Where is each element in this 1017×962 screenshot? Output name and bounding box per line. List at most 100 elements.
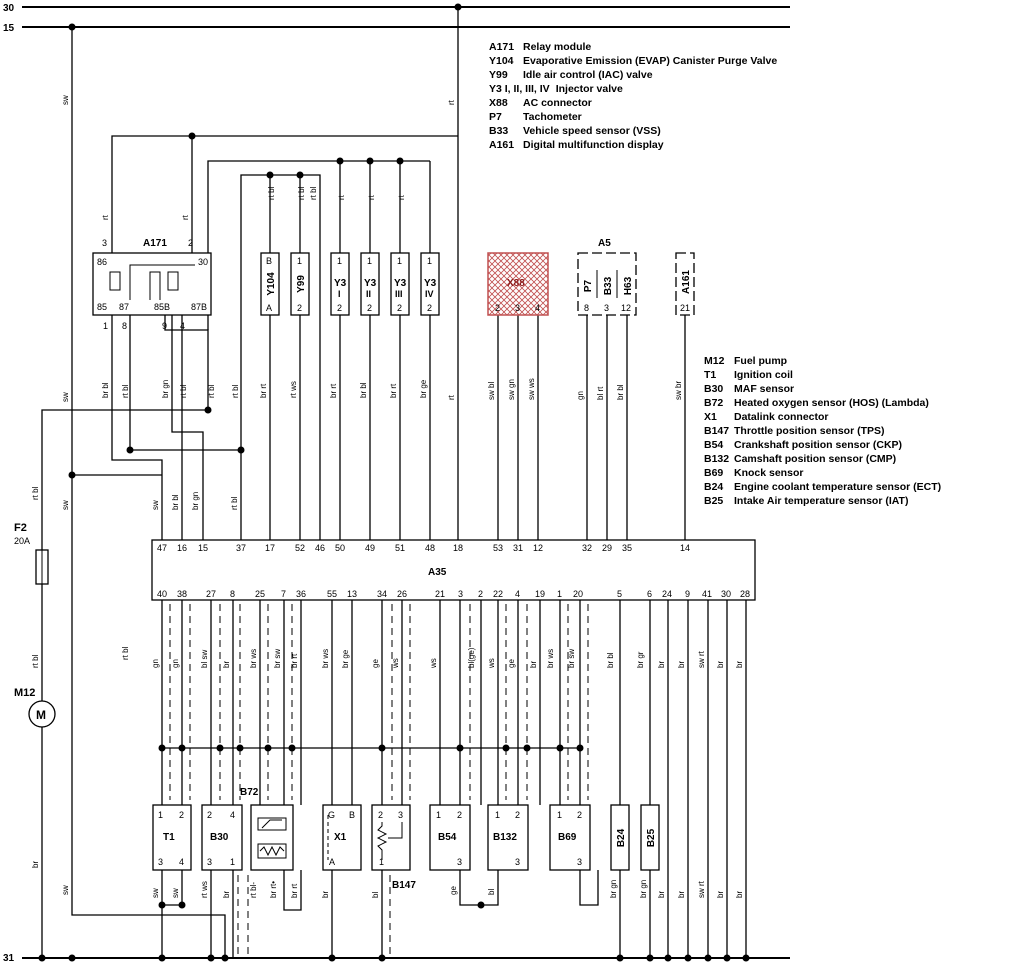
x88-pin-4: 4 bbox=[535, 303, 540, 313]
wire-label: br bbox=[31, 861, 40, 868]
wire-label: br rt• bbox=[269, 881, 278, 898]
wire-color-labels: sw sw sw sw rt rt rt rt rt bl rt bl br r… bbox=[31, 95, 744, 898]
wire-label: rt bl bbox=[207, 384, 216, 398]
wire-label: rt bl bbox=[231, 384, 240, 398]
ecu-name: A35 bbox=[428, 567, 447, 578]
motor-name: M12 bbox=[14, 687, 35, 699]
wire-label: br sw bbox=[567, 649, 576, 668]
legend-desc: Tachometer bbox=[523, 111, 582, 123]
wire-label: br ge bbox=[419, 379, 428, 398]
legend-desc: Vehicle speed sensor (VSS) bbox=[523, 125, 661, 137]
legend-code: P7 bbox=[489, 111, 502, 123]
wire-label: rt bbox=[447, 394, 456, 400]
legend-desc: Intake Air temperature sensor (IAT) bbox=[734, 495, 909, 507]
legend-desc: Throttle position sensor (TPS) bbox=[734, 425, 885, 437]
b147-pin: 1 bbox=[379, 857, 384, 867]
legend-desc: Evaporative Emission (EVAP) Canister Pur… bbox=[523, 55, 778, 67]
ecu-pin: 26 bbox=[397, 589, 407, 599]
wire-label: sw bbox=[61, 392, 70, 402]
ecu-pin: 17 bbox=[265, 543, 275, 553]
legend-code: A171 bbox=[489, 41, 515, 53]
wire-label: br bbox=[321, 891, 330, 898]
legend-code: B30 bbox=[704, 383, 724, 395]
legend-code: T1 bbox=[704, 369, 717, 381]
wire-label: br rt bbox=[290, 883, 299, 898]
wire-label: bl bbox=[487, 889, 496, 895]
wire-label: br ws bbox=[249, 649, 258, 668]
ecu-pin: 48 bbox=[425, 543, 435, 553]
b30-name: B30 bbox=[210, 832, 229, 843]
wire-label: rt bl bbox=[297, 186, 306, 200]
ecu-pin: 20 bbox=[573, 589, 583, 599]
legend-code: B25 bbox=[704, 495, 724, 507]
legend-desc: Knock sensor bbox=[734, 467, 804, 479]
wire-label: br rt bbox=[259, 383, 268, 398]
wire-label: br bbox=[222, 891, 231, 898]
b147-pin: 2 bbox=[378, 810, 383, 820]
wire-label: rt bl bbox=[31, 486, 40, 500]
legend-code: X1 bbox=[704, 411, 717, 423]
legend-desc: Heated oxygen sensor (HOS) (Lambda) bbox=[734, 397, 929, 409]
b25-name: B25 bbox=[646, 828, 657, 847]
wire-label: rt bbox=[181, 214, 190, 220]
y3ii-pin-1: 1 bbox=[367, 256, 372, 266]
wire-label: rt bbox=[337, 194, 346, 200]
wire-label: sw rt bbox=[697, 650, 706, 668]
b69-pin: 3 bbox=[577, 857, 582, 867]
wire-label: br gn bbox=[161, 380, 170, 398]
power-rails bbox=[22, 6, 790, 959]
relay-inner-30: 30 bbox=[198, 257, 208, 267]
a5-pin-12: 12 bbox=[621, 303, 631, 313]
wire-label: bl rt bbox=[596, 386, 605, 400]
ecu-pin: 40 bbox=[157, 589, 167, 599]
x88-pin-2: 2 bbox=[495, 303, 500, 313]
wire-label: br gn bbox=[191, 492, 200, 510]
y104-pin-a: A bbox=[266, 303, 272, 313]
legend-desc: Relay module bbox=[523, 41, 592, 53]
rail-31-label: 31 bbox=[3, 953, 15, 962]
component-y3-i-idx: I bbox=[338, 289, 341, 299]
wire-label: sw bbox=[171, 888, 180, 898]
fuse-f2 bbox=[35, 549, 49, 585]
ecu-pin: 9 bbox=[685, 589, 690, 599]
y3iii-pin-2: 2 bbox=[397, 303, 402, 313]
b30-pin: 2 bbox=[207, 810, 212, 820]
wire-label: br rt bbox=[290, 653, 299, 668]
b54-pin: 1 bbox=[436, 810, 441, 820]
t1-pin: 2 bbox=[179, 810, 184, 820]
a161-name: A161 bbox=[681, 270, 692, 294]
wire-label: rt ws bbox=[289, 381, 298, 398]
b24-name: B24 bbox=[616, 828, 627, 847]
relay-inner-85: 85 bbox=[97, 302, 107, 312]
ecu-pin: 8 bbox=[230, 589, 235, 599]
y3iv-pin-2: 2 bbox=[427, 303, 432, 313]
wire-label: rt bl bbox=[31, 654, 40, 668]
wire-label: gn bbox=[151, 659, 160, 668]
top-component-pins: B A 1 2 1 2 1 2 1 2 1 2 bbox=[266, 256, 432, 313]
legend-row: A171 Relay module bbox=[489, 40, 777, 54]
ecu-pin: 15 bbox=[198, 543, 208, 553]
wire-label: ge bbox=[449, 886, 458, 895]
b30-pin: 4 bbox=[230, 810, 235, 820]
legend-code: B72 bbox=[704, 397, 724, 409]
ecu-pin: 29 bbox=[602, 543, 612, 553]
a161-pin-21: 21 bbox=[680, 303, 690, 313]
b72-symbol bbox=[257, 817, 287, 859]
ecu-a35 bbox=[151, 539, 756, 601]
wiring-lines bbox=[41, 7, 747, 958]
ecu-pin: 46 bbox=[315, 543, 325, 553]
ecu-pin: 16 bbox=[177, 543, 187, 553]
component-y3-ii-idx: II bbox=[366, 289, 371, 299]
t1-pin: 4 bbox=[179, 857, 184, 867]
x1-name: X1 bbox=[334, 832, 347, 843]
wire-label: gn bbox=[576, 391, 585, 400]
b69-name: B69 bbox=[558, 832, 577, 843]
legend-desc: Crankshaft position sensor (CKP) bbox=[734, 439, 903, 451]
rail-30-label: 30 bbox=[3, 3, 15, 14]
